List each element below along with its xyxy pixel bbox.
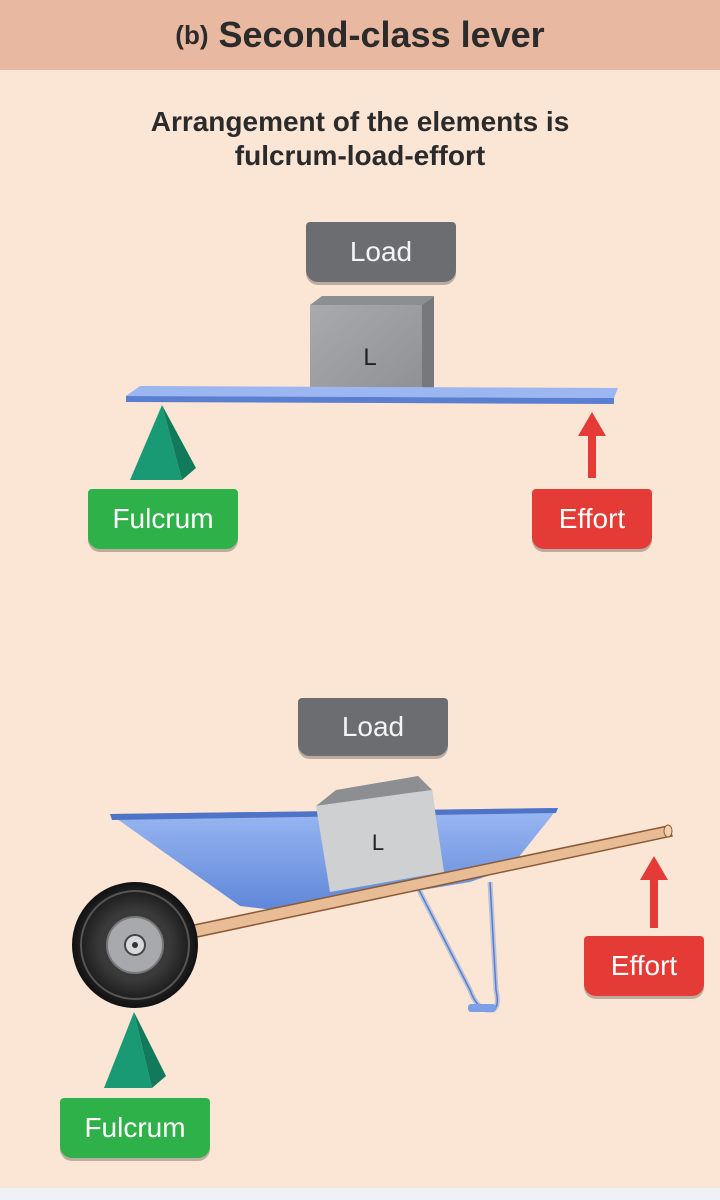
subtitle-line-2: fulcrum-load-effort [234,140,486,171]
wheelbarrow-diagram: L [72,776,674,1088]
wheelbarrow-box-letter: L [372,830,384,855]
wheelbarrow-fulcrum-label: Fulcrum [60,1098,210,1158]
wheelbarrow-legs [415,881,500,1013]
wheelbarrow-load-label: Load [298,698,448,756]
footer-strip [0,1188,720,1200]
load-box-letter: L [363,344,376,371]
lever-diagram: L [126,296,618,480]
load-label: Load [306,222,456,282]
wheelbarrow-effort-label: Effort [584,936,704,996]
header-prefix: (b) [175,19,209,50]
wheelbarrow-load-box: L [316,776,444,892]
header-bar: (b) Second-class lever [0,0,720,70]
effort-arrow [578,412,606,478]
load-box: L [310,296,434,396]
lever-beam [126,386,618,404]
wheelbarrow-wheel [72,882,198,1008]
header-title: Second-class lever [218,14,545,55]
fulcrum-wedge [130,405,196,480]
effort-label: Effort [532,489,652,549]
subtitle-line-1: Arrangement of the elements is [150,106,570,137]
fulcrum-label: Fulcrum [88,489,238,549]
wheelbarrow-fulcrum-wedge [104,1012,166,1088]
subtitle: Arrangement of the elements is fulcrum-l… [60,105,660,173]
wheelbarrow-effort-arrow [640,856,668,928]
